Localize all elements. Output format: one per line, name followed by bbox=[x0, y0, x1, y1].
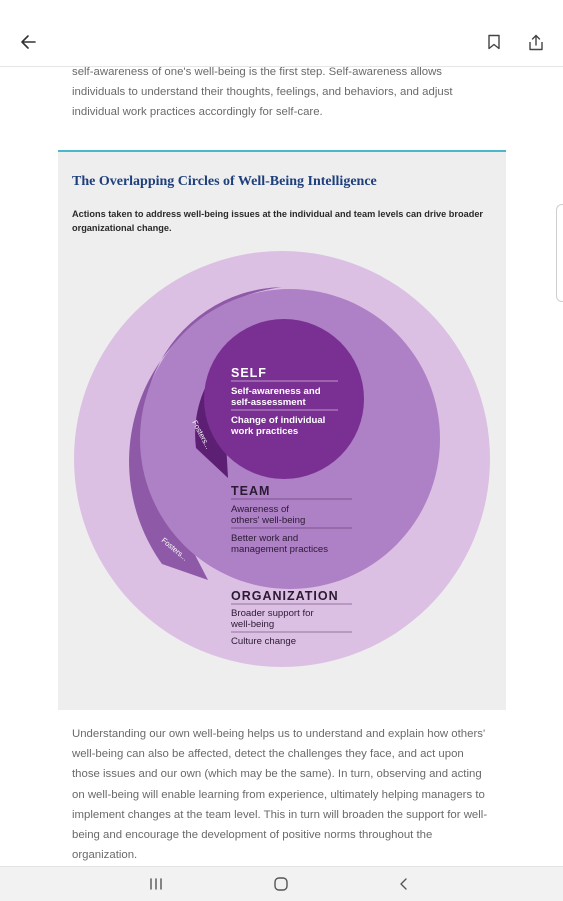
side-scroll-handle[interactable] bbox=[556, 204, 563, 302]
self-item-1: Self-awareness and self-assessment bbox=[231, 386, 323, 408]
organization-item-1: Broader support for well-being bbox=[230, 608, 316, 630]
bookmark-button[interactable] bbox=[480, 28, 508, 56]
recent-apps-icon bbox=[150, 878, 162, 890]
self-heading: SELF bbox=[231, 366, 267, 380]
figure-subtitle: Actions taken to address well-being issu… bbox=[72, 209, 484, 233]
body-paragraph: Understanding our own well-being helps u… bbox=[72, 728, 488, 862]
team-item-2: Better work and management practices bbox=[231, 533, 328, 555]
well-being-circles-diagram: Fosters... Fosters... SELF Self-awarenes… bbox=[74, 251, 490, 667]
intro-paragraph: self-awareness of one's well-being is th… bbox=[72, 66, 453, 119]
self-circle bbox=[204, 319, 364, 479]
system-back-button[interactable] bbox=[391, 873, 417, 895]
chevron-left-icon bbox=[400, 878, 407, 890]
back-button[interactable] bbox=[14, 28, 42, 56]
arrow-left-icon bbox=[21, 35, 36, 49]
bookmark-icon bbox=[488, 34, 500, 50]
organization-item-2: Culture change bbox=[231, 636, 296, 647]
share-button[interactable] bbox=[522, 28, 550, 56]
team-item-1: Awareness of others' well-being bbox=[231, 504, 305, 526]
figure-title: The Overlapping Circles of Well-Being In… bbox=[72, 174, 377, 189]
organization-heading: ORGANIZATION bbox=[231, 589, 339, 603]
self-item-2: Change of individual work practices bbox=[230, 415, 328, 437]
recent-apps-button[interactable] bbox=[143, 873, 169, 895]
team-heading: TEAM bbox=[231, 484, 270, 498]
home-button[interactable] bbox=[268, 873, 294, 895]
home-icon bbox=[274, 877, 288, 891]
top-app-bar bbox=[0, 0, 563, 67]
share-icon bbox=[529, 34, 543, 50]
figure-panel: The Overlapping Circles of Well-Being In… bbox=[58, 150, 506, 710]
system-navigation-bar bbox=[0, 866, 563, 901]
